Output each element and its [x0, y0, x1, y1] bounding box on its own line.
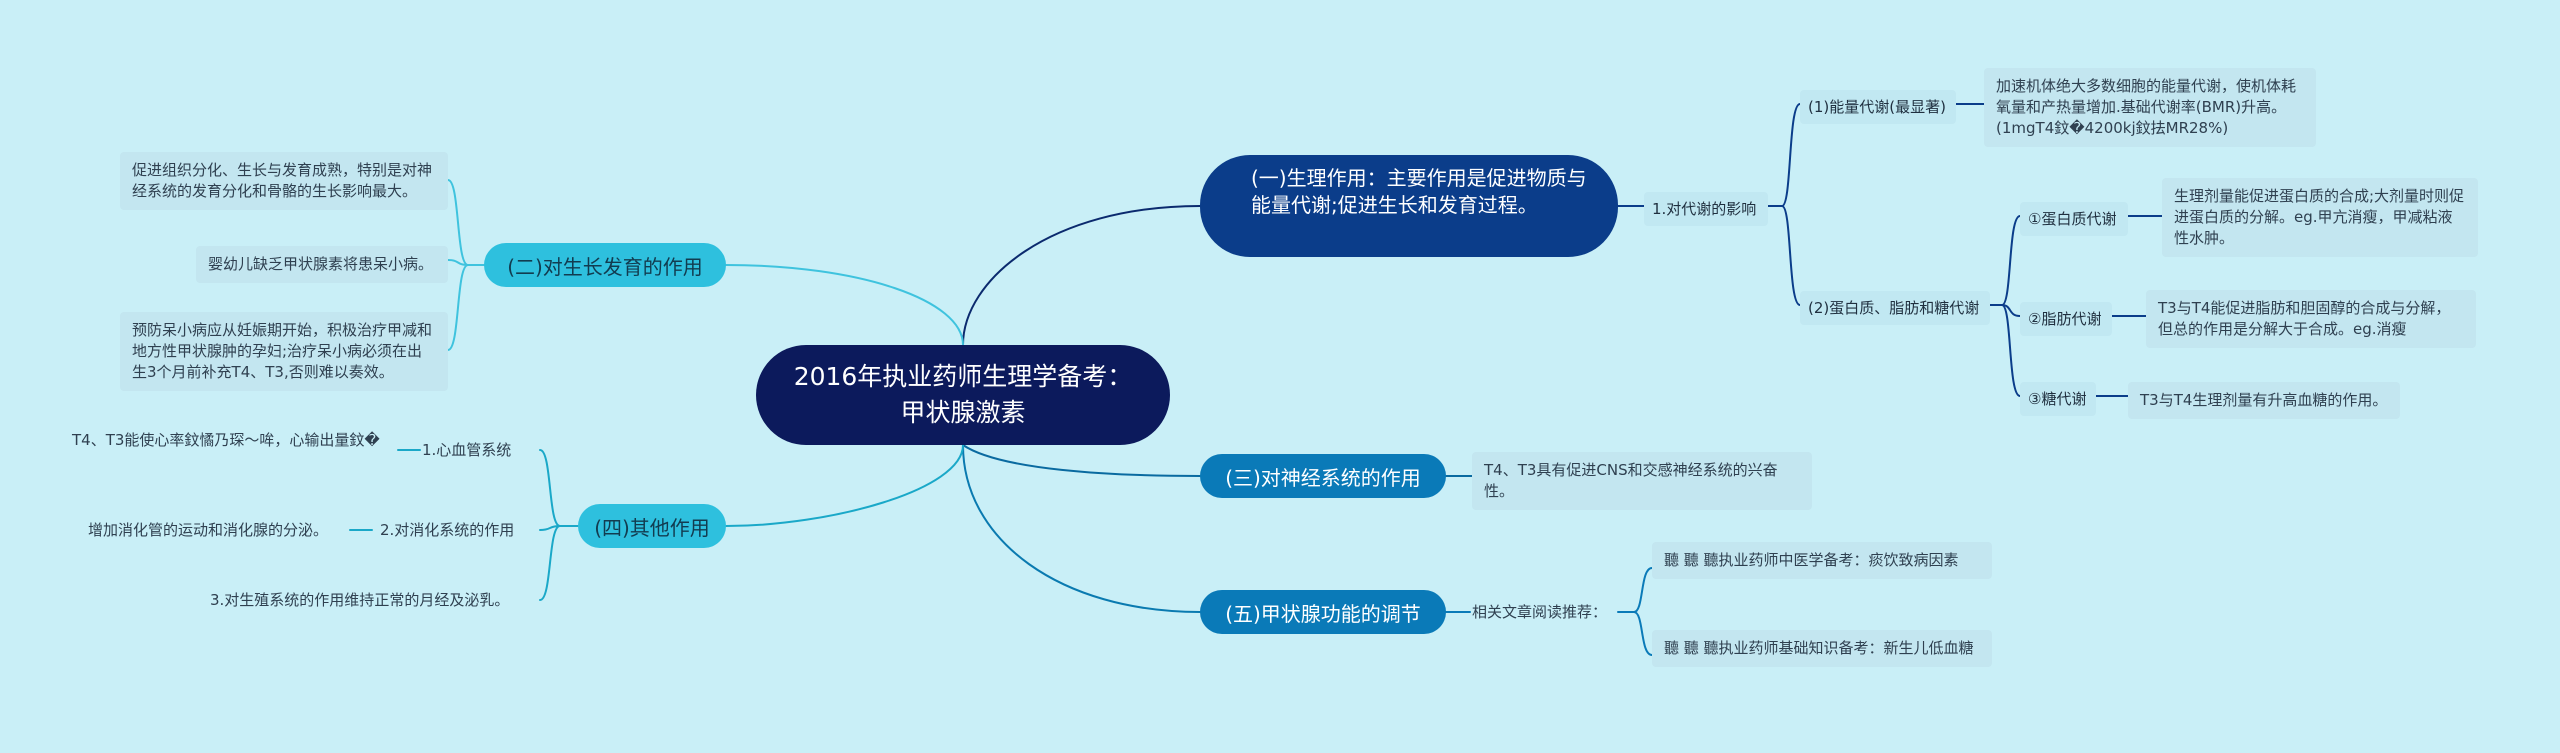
leaf-digestive-detail: 增加消化管的运动和消化腺的分泌。 [88, 521, 329, 539]
subtopic-protein-metabolism[interactable]: ①蛋白质代谢 [2020, 202, 2128, 236]
subtopic-metabolism[interactable]: 1.对代谢的影响 [1644, 192, 1768, 226]
link-related-article-1[interactable]: 聽 聽 聽执业药师中医学备考：痰饮致病因素 [1652, 542, 1992, 579]
branch-physiological-effects[interactable]: (一)生理作用：主要作用是促进物质与能量代谢;促进生长和发育过程。 [1200, 155, 1618, 257]
label-related-articles: 相关文章阅读推荐： [1472, 603, 1608, 621]
leaf-growth-detail-1: 促进组织分化、生长与发育成熟，特别是对神经系统的发育分化和骨骼的生长影响最大。 [120, 152, 448, 210]
root-topic[interactable]: 2016年执业药师生理学备考：甲状腺激素 [756, 345, 1170, 445]
leaf-protein-metabolism-detail: 生理剂量能促进蛋白质的合成;大剂量时则促进蛋白质的分解。eg.甲亢消瘦，甲减粘液… [2162, 178, 2478, 257]
leaf-cardiovascular-detail: T4、T3能使心率鈫憰乃琛～哞，心输出量鈫� [72, 431, 380, 449]
leaf-growth-detail-3: 预防呆小病应从妊娠期开始，积极治疗甲减和地方性甲状腺肿的孕妇;治疗呆小病必须在出… [120, 312, 448, 391]
branch-growth-development[interactable]: (二)对生长发育的作用 [484, 243, 726, 287]
leaf-sugar-metabolism-detail: T3与T4生理剂量有升高血糖的作用。 [2128, 382, 2400, 419]
subtopic-fat-metabolism[interactable]: ②脂肪代谢 [2020, 302, 2112, 336]
subtopic-macronutrient-metabolism[interactable]: (2)蛋白质、脂肪和糖代谢 [1800, 291, 1990, 325]
branch-nervous-system[interactable]: (三)对神经系统的作用 [1200, 454, 1446, 498]
branch-thyroid-regulation[interactable]: (五)甲状腺功能的调节 [1200, 590, 1446, 634]
leaf-nervous-system-detail: T4、T3具有促进CNS和交感神经系统的兴奋性。 [1472, 452, 1812, 510]
leaf-fat-metabolism-detail: T3与T4能促进脂肪和胆固醇的合成与分解，但总的作用是分解大于合成。eg.消瘦 [2146, 290, 2476, 348]
branch-other-effects[interactable]: (四)其他作用 [578, 504, 726, 548]
subtopic-sugar-metabolism[interactable]: ③糖代谢 [2020, 382, 2096, 416]
item-digestive-system[interactable]: 2.对消化系统的作用 [380, 521, 515, 539]
leaf-energy-metabolism-detail: 加速机体绝大多数细胞的能量代谢，使机体耗氧量和产热量增加.基础代谢率(BMR)升… [1984, 68, 2316, 147]
item-cardiovascular[interactable]: 1.心血管系统 [422, 441, 512, 459]
subtopic-energy-metabolism[interactable]: (1)能量代谢(最显著) [1800, 90, 1956, 124]
leaf-growth-detail-2: 婴幼儿缺乏甲状腺素将患呆小病。 [196, 246, 448, 283]
link-related-article-2[interactable]: 聽 聽 聽执业药师基础知识备考：新生儿低血糖 [1652, 630, 1992, 667]
item-reproductive-system[interactable]: 3.对生殖系统的作用维持正常的月经及泌乳。 [210, 591, 510, 609]
